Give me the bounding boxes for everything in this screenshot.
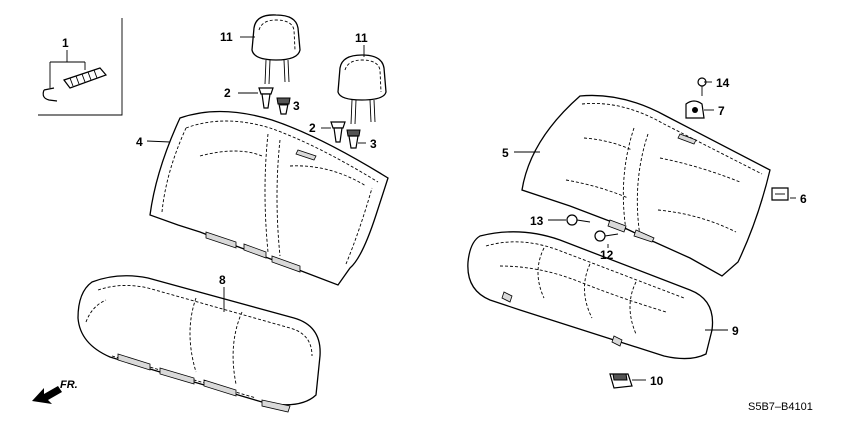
inset-part-1-clips [38,18,123,116]
lock-3-right [346,129,361,149]
bracket-7 [685,100,705,119]
lock-3-left [276,97,291,115]
seat-cushion-pad-9 [467,231,714,360]
front-direction-label: FR. [60,379,78,391]
bolt-14 [697,77,707,96]
callout-13: 13 [530,214,544,228]
callout-4: 4 [136,135,143,149]
headrest-left [251,14,301,85]
clip-strip [63,67,108,89]
guide-2-left [258,87,274,109]
callout-11-right: 11 [355,31,368,45]
callout-6: 6 [800,192,807,206]
callout-2-left: 2 [224,86,231,100]
callout-12: 12 [600,248,614,262]
callout-10: 10 [650,374,664,388]
callout-1: 1 [62,36,69,50]
callout-8: 8 [219,273,226,287]
callout-3-left: 3 [293,99,300,113]
callout-3-right: 3 [370,137,377,151]
guide-2-right [330,121,346,143]
callout-9: 9 [732,324,739,338]
bolt-12 [594,230,619,242]
callout-7: 7 [718,104,725,118]
diagram-code: S5B7–B4101 [748,401,813,413]
clip-6 [771,187,789,201]
callout-11-left: 11 [220,30,233,44]
front-direction-arrow-icon [32,386,62,404]
callout-5: 5 [502,146,509,160]
callout-14: 14 [716,76,730,90]
seat-back-pad-5 [521,94,771,277]
bolt-13 [566,214,591,226]
leader-lines [146,36,796,381]
callout-2-right: 2 [309,121,316,135]
seat-back-cover-4 [149,110,389,286]
headrest-right [337,54,387,125]
clip-10 [609,373,633,389]
seat-cushion-8 [77,275,321,413]
